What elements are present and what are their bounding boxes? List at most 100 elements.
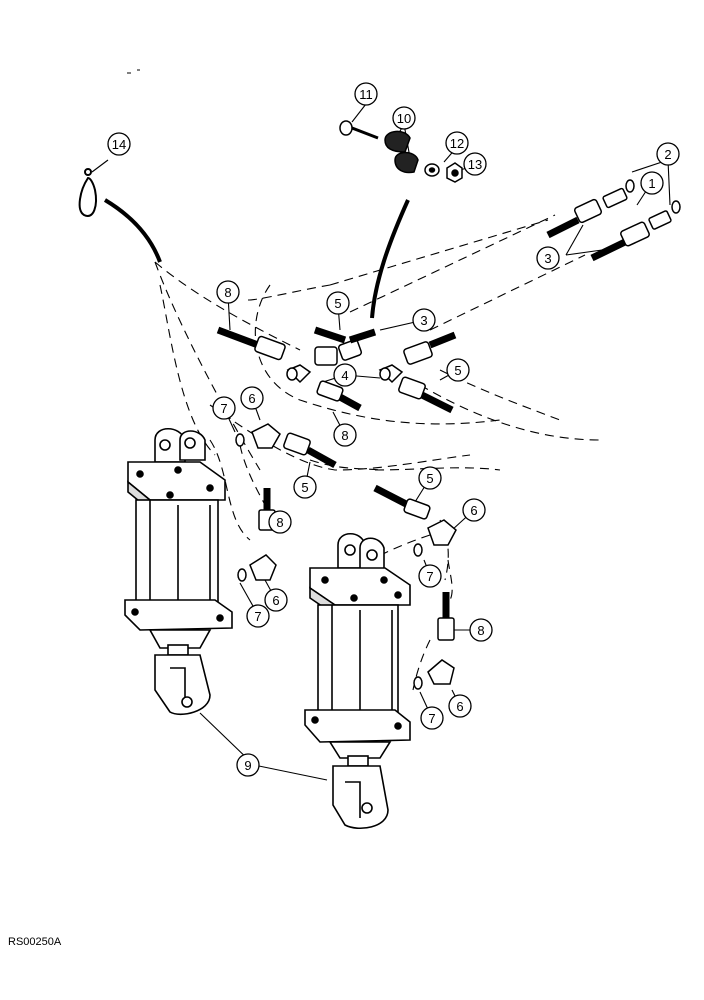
hose-end-5-top: [313, 326, 347, 344]
hose-end-8-left: [216, 326, 286, 361]
callout-label: 5: [334, 296, 341, 311]
elbow-part-6-upper-left: [251, 423, 281, 449]
right-cylinder-fittings: [373, 484, 457, 690]
callout-circle: [420, 706, 444, 730]
callout-circle: [240, 386, 264, 410]
callout-circle: [236, 753, 260, 777]
callout-circle: [418, 466, 442, 490]
callout-c7a: 7: [212, 396, 236, 420]
callout-circle: [326, 291, 350, 315]
callout-label: 7: [426, 569, 433, 584]
figure-reference-code: RS00250A: [8, 936, 62, 948]
elbow-part-6-upper-right: [427, 519, 457, 546]
strap-part-14: [78, 168, 97, 217]
callout-label: 2: [664, 147, 671, 162]
callout-c3a: 3: [536, 246, 560, 270]
callout-circle: [640, 171, 664, 195]
callout-label: 8: [276, 515, 283, 530]
callout-circle: [418, 564, 442, 588]
o-ring-7-upper-left: [235, 433, 245, 447]
hose-end-5-left: [283, 432, 337, 469]
callout-circle: [107, 132, 131, 156]
callout-circle: [268, 510, 292, 534]
callout-circle: [246, 604, 270, 628]
callout-label: 3: [544, 251, 551, 266]
callout-circle: [445, 131, 469, 155]
tee-part-4-right: [378, 364, 404, 384]
callout-label: 5: [301, 480, 308, 495]
callout-c7d: 7: [420, 706, 444, 730]
callout-circle: [212, 396, 236, 420]
bolt-part-11: [339, 120, 379, 140]
o-ring-7-upper-right: [413, 543, 423, 557]
callout-label: 7: [254, 609, 261, 624]
callout-c10: 10: [392, 106, 416, 130]
callout-c5d: 5: [418, 466, 442, 490]
clamp-part-10: [384, 130, 419, 174]
callout-circle: [463, 152, 487, 176]
hydraulic-cylinder-right: [304, 532, 411, 829]
callout-label: 4: [341, 368, 348, 383]
hose-end-5-right: [398, 376, 454, 414]
callout-c5c: 5: [293, 475, 317, 499]
callout-label: 9: [244, 758, 251, 773]
callout-label: 13: [468, 157, 482, 172]
callout-circle: [333, 423, 357, 447]
leader-lines: [91, 103, 671, 781]
callout-c4: 4: [333, 363, 357, 387]
adapter-part-1-lower: [648, 200, 681, 230]
callout-c8b: 8: [333, 423, 357, 447]
callout-label: 8: [477, 623, 484, 638]
hose-end-3-upper: [546, 198, 603, 239]
stray-marks: [127, 69, 140, 74]
callout-label: 8: [341, 428, 348, 443]
callout-circle: [469, 618, 493, 642]
callout-c14: 14: [107, 132, 131, 156]
tee-fitting-top: [314, 339, 363, 366]
o-ring-7-lower-left: [237, 568, 247, 582]
hose-end-8-vertical-right: [437, 592, 455, 641]
callout-c7b: 7: [418, 564, 442, 588]
callout-label: 7: [220, 401, 227, 416]
callout-c5a: 5: [326, 291, 350, 315]
hose-end-5-lower-right: [373, 484, 431, 520]
callout-label: 5: [426, 471, 433, 486]
callout-c2: 2: [656, 142, 680, 166]
callout-c11: 11: [354, 82, 378, 106]
callout-circle: [264, 588, 288, 612]
callout-label: 6: [470, 503, 477, 518]
callout-circle: [448, 694, 472, 718]
callout-label: 6: [248, 391, 255, 406]
callout-label: 7: [428, 711, 435, 726]
elbow-part-6-lower-left: [249, 554, 277, 581]
callout-circle: [216, 280, 240, 304]
nut-part-13: [446, 162, 463, 183]
callout-c8c: 8: [268, 510, 292, 534]
callout-circle: [354, 82, 378, 106]
callout-label: 6: [456, 699, 463, 714]
callout-c8a: 8: [216, 280, 240, 304]
callout-c8d: 8: [469, 618, 493, 642]
callout-label: 11: [359, 87, 373, 102]
callout-circle: [446, 358, 470, 382]
callout-c9: 9: [236, 753, 260, 777]
hose-end-3-center: [348, 328, 377, 344]
hose-end-8-center: [316, 380, 362, 412]
callout-circle: [392, 106, 416, 130]
callout-label: 14: [112, 137, 126, 152]
callout-c6c: 6: [264, 588, 288, 612]
callout-circle: [412, 308, 436, 332]
callout-label: 6: [272, 593, 279, 608]
hose-routing-lines: [154, 214, 601, 691]
clamp-hardware: [339, 120, 463, 183]
adapter-part-1-upper: [602, 179, 635, 209]
callout-label: 12: [450, 136, 464, 151]
callout-label: 5: [454, 363, 461, 378]
callout-circle: [656, 142, 680, 166]
upper-right-fittings: [546, 179, 681, 262]
callout-circle: [333, 363, 357, 387]
callout-label: 3: [420, 313, 427, 328]
hose-end-3-lower: [590, 221, 650, 262]
